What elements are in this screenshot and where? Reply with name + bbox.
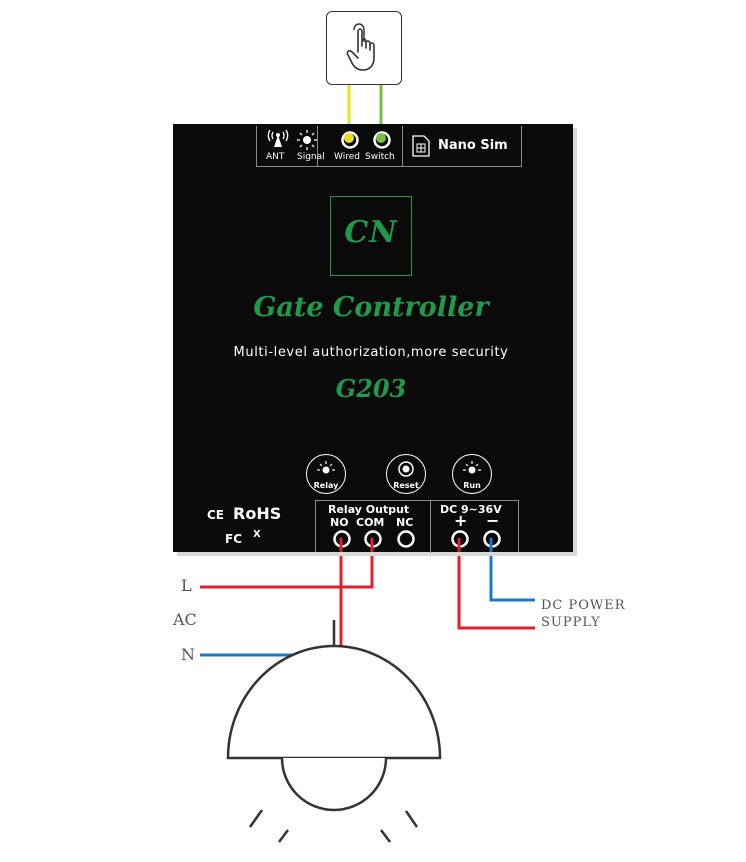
- ce-mark: CE: [207, 508, 225, 522]
- live-label: L: [181, 576, 192, 595]
- reset-icon: [398, 461, 414, 477]
- relay-output-label: Relay Output: [328, 503, 410, 516]
- signal-label: Signal: [297, 152, 325, 162]
- ant-label: ANT: [266, 152, 285, 162]
- live-wire-l: [200, 538, 374, 589]
- dc-supply-line1: DC POWER: [541, 598, 626, 613]
- top-panel-divider: [402, 126, 403, 166]
- ac-label: AC: [173, 610, 197, 629]
- fc-mark: FC: [225, 532, 243, 546]
- dc-supply-line2: SUPPLY: [541, 615, 601, 630]
- wired-switch[interactable]: [326, 11, 402, 85]
- sim-card-icon: [412, 135, 430, 157]
- switch-label: Switch: [365, 152, 395, 162]
- rohs-mark: RoHS: [233, 504, 282, 523]
- relay-led-icon: [317, 461, 335, 474]
- brand-logo: CN: [330, 196, 412, 276]
- dc-minus-label: −: [486, 511, 500, 530]
- relay-button[interactable]: Relay: [306, 454, 346, 494]
- antenna-icon: [267, 129, 289, 147]
- run-led-icon: [463, 461, 481, 474]
- signal-led-icon: [297, 130, 317, 150]
- device-subtitle: Multi-level authorization,more security: [233, 345, 509, 360]
- bottom-panel-divider: [430, 501, 431, 553]
- top-connector-panel: ANT Signal Wired Switch: [256, 126, 522, 167]
- hand-touch-icon: [346, 23, 375, 71]
- terminal-com-label: COM: [356, 516, 385, 529]
- yellow-wire-end: [344, 133, 354, 143]
- device-model: G203: [335, 374, 407, 403]
- brand-logo-text: CN: [344, 215, 398, 250]
- dc-voltage-label: DC 9~36V: [440, 503, 502, 516]
- terminal-nc: [397, 530, 415, 548]
- gate-controller-device: ANT Signal Wired Switch: [173, 124, 573, 553]
- reset-button[interactable]: Reset: [386, 454, 426, 494]
- neutral-label: N: [181, 645, 195, 664]
- green-wire-end: [376, 133, 386, 143]
- terminal-no-label: NO: [330, 516, 349, 529]
- lamp-icon: [226, 620, 442, 843]
- run-button-label: Run: [463, 481, 481, 490]
- device-title: Gate Controller: [253, 292, 489, 323]
- wired-label: Wired: [334, 152, 360, 162]
- reset-button-label: Reset: [393, 481, 419, 490]
- run-button[interactable]: Run: [452, 454, 492, 494]
- dc-supply-label: DC POWER SUPPLY: [541, 597, 626, 631]
- nano-sim-label: Nano Sim: [438, 138, 508, 153]
- weee-mark: X: [253, 529, 261, 540]
- dc-minus-wire: [489, 538, 535, 602]
- dc-plus-label: +: [454, 511, 468, 530]
- dc-plus-wire: [457, 538, 535, 630]
- relay-button-label: Relay: [313, 481, 339, 490]
- top-panel-divider: [317, 126, 318, 166]
- terminal-nc-label: NC: [396, 516, 414, 529]
